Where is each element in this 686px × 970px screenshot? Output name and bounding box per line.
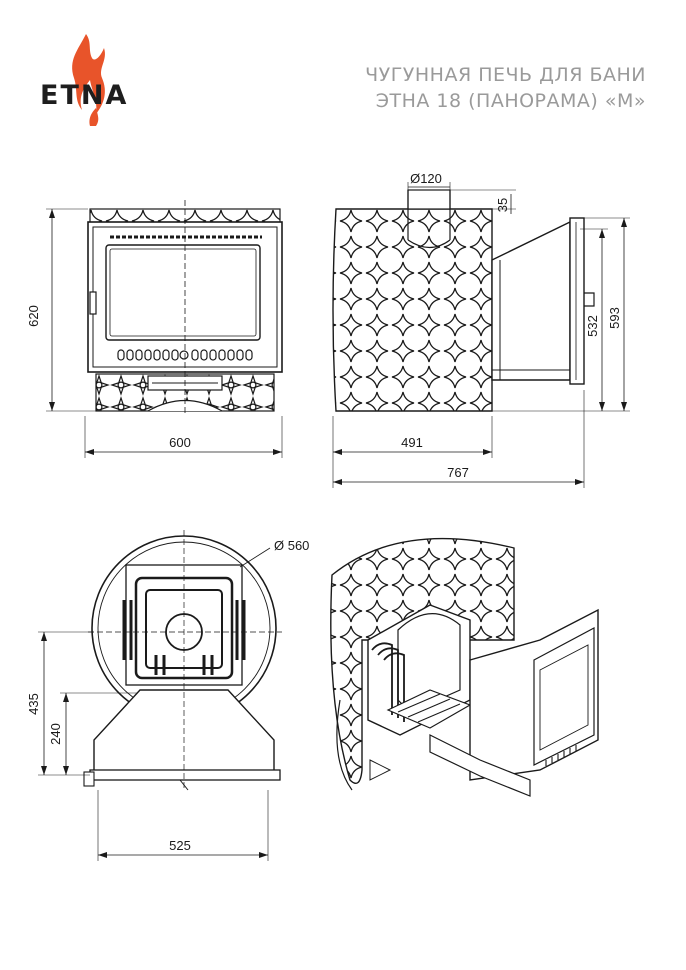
- dim-offset-240: 240: [48, 723, 63, 745]
- title-line-1: ЧУГУННАЯ ПЕЧЬ ДЛЯ БАНИ: [365, 64, 646, 86]
- dim-top-width: 525: [169, 838, 191, 853]
- dim-front-height: 620: [26, 305, 41, 327]
- dim-body-depth: 491: [401, 435, 423, 450]
- dim-flue-diameter: Ø120: [410, 171, 442, 186]
- flame-logo-icon: [72, 34, 105, 126]
- brand-logo-text: ETNA: [40, 80, 129, 111]
- dim-total-height: 593: [607, 307, 622, 329]
- dim-flue-height: 532: [585, 315, 600, 337]
- front-view: [46, 200, 283, 458]
- top-view: [38, 530, 282, 861]
- side-view: [332, 182, 630, 488]
- title-line-2: ЭТНА 18 (ПАНОРАМА) «М»: [375, 90, 646, 112]
- isometric-cutaway-view: [330, 537, 599, 797]
- dim-body-diameter: Ø 560: [274, 538, 309, 553]
- dim-front-width: 600: [169, 435, 191, 450]
- dim-offset-435: 435: [26, 693, 41, 715]
- dim-total-depth: 767: [447, 465, 469, 480]
- dim-flue-offset: 35: [495, 198, 510, 212]
